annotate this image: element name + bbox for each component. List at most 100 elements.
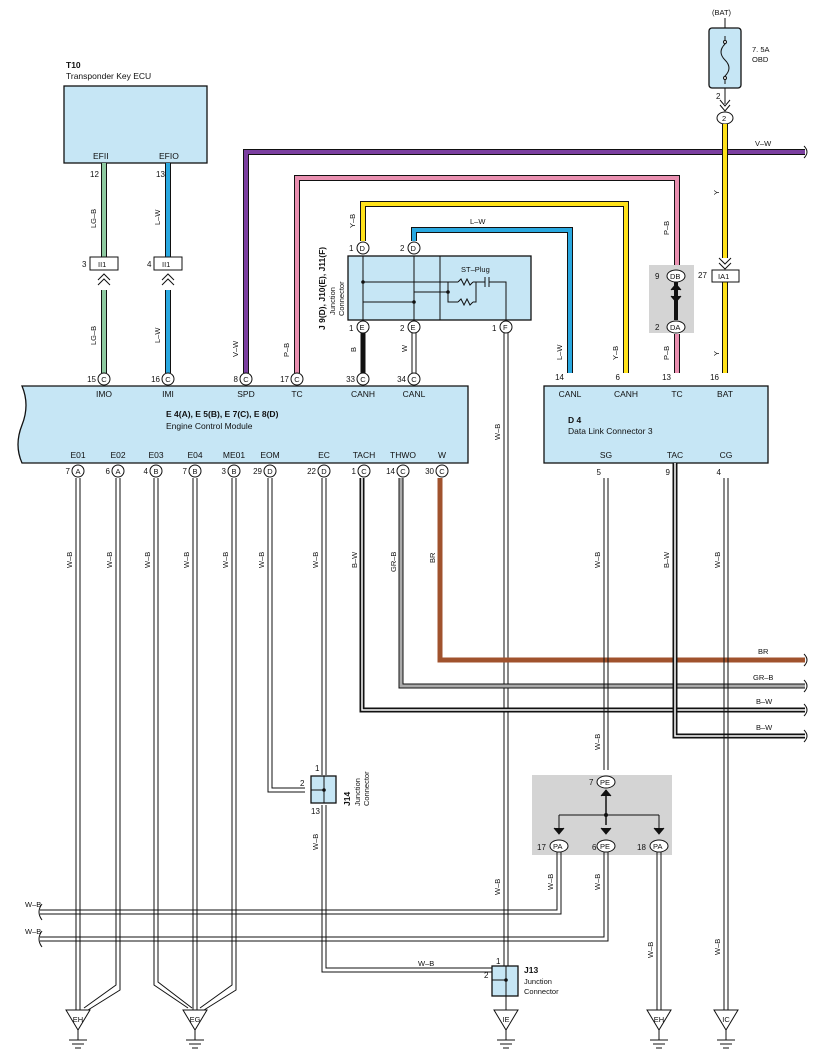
wire-label-y-top: Y xyxy=(712,190,721,195)
pa-right-label: PA xyxy=(653,842,662,851)
db-label: DB xyxy=(670,272,680,281)
junction-connector-j13: 1 2 J13 Junction Connector xyxy=(484,957,559,1010)
j13-pin1: 1 xyxy=(496,957,501,966)
dlc-pin-label: CANL xyxy=(559,389,582,399)
wire-y: Y Y 27 IA1 xyxy=(698,124,740,373)
ecm-pin-e04-num: 7 xyxy=(183,467,188,476)
ecm-pin-spd-num: 8 xyxy=(234,375,239,384)
wl-w: BR xyxy=(428,552,437,563)
wl-tach: B–W xyxy=(350,551,359,568)
wl-e01: W–B xyxy=(65,552,74,568)
wl-sg-2: W–B xyxy=(593,734,602,750)
ground-label: EH xyxy=(73,1015,83,1024)
ii1-right-pin: 4 xyxy=(147,260,152,269)
jc-pin-e2: 2 xyxy=(400,324,405,333)
j13-pin2: 2 xyxy=(484,971,489,980)
ii1-left-label: II1 xyxy=(98,260,106,269)
ecm-pin-spd-conn: C xyxy=(243,375,249,384)
ground-eh-icon: EH xyxy=(646,1009,672,1049)
t10-box xyxy=(63,85,208,164)
ecm-pin-e03-num: 4 xyxy=(144,467,149,476)
wire-label-l-w-top: L–W xyxy=(153,209,162,225)
dlc-pin-num: 16 xyxy=(710,373,719,382)
dlc-pin-label: BAT xyxy=(717,389,733,399)
j14-pin1: 1 xyxy=(315,764,320,773)
wire-pa-pe-out: W–B W–B W–B W–B W–B xyxy=(25,852,662,1010)
wl-to-j13: W–B xyxy=(418,959,434,968)
t10-pinnum-12: 12 xyxy=(90,170,99,179)
ecm-pin-e04-label: E04 xyxy=(187,450,202,460)
jc-pin-d2: 2 xyxy=(400,244,405,253)
wire-label-lg-b-top: LG–B xyxy=(89,209,98,228)
ecm-pin-canh-conn: C xyxy=(360,375,366,384)
jc-pin-d1: 1 xyxy=(349,244,354,253)
ecm-pin-imi-conn: C xyxy=(165,375,171,384)
wl-grb-right: GR–B xyxy=(753,673,773,682)
t10-pin-efio: EFIO xyxy=(159,151,179,161)
ecm-name: Engine Control Module xyxy=(166,421,253,431)
ecm-pin-tach-label: TACH xyxy=(353,450,376,460)
ii1-left-pin: 3 xyxy=(82,260,87,269)
ecm-pin-ec-num: 22 xyxy=(307,467,316,476)
ecm-pin-w-conn: C xyxy=(439,467,445,476)
ecm-pin-eom-label: EOM xyxy=(260,450,279,460)
wire-label-l-w-canl: L–W xyxy=(470,217,486,226)
wire-dlc-bottom: W–B W–B B–W B–W W–B W–B xyxy=(593,463,805,1010)
wire-label-l-w-dlc: L–W xyxy=(555,344,564,360)
ecm-pin-canh-num: 33 xyxy=(346,375,355,384)
dlc-pin-num: 6 xyxy=(616,373,621,382)
ground-eg-icon: EG xyxy=(182,1009,208,1049)
wire-lg-b: LG–B LG–B xyxy=(89,163,107,373)
fuse-rating: 7. 5A xyxy=(752,45,770,54)
ecm-pin-tc-conn: C xyxy=(294,375,300,384)
jc-top-name1: Junction xyxy=(328,287,337,315)
fuse-conn: 2 xyxy=(722,114,726,123)
ecm-pin-ec-label: EC xyxy=(318,450,330,460)
j13-id: J13 xyxy=(524,965,538,975)
t10-name: Transponder Key ECU xyxy=(66,71,151,81)
ecm-pin-w-num: 30 xyxy=(425,467,434,476)
ecm-pin-e03-conn: B xyxy=(153,467,158,476)
pa-right-pin: 18 xyxy=(637,843,646,852)
j14-pin2: 2 xyxy=(300,779,305,788)
ecm-pin-e02-num: 6 xyxy=(106,467,111,476)
ecm-pin-eom-conn: D xyxy=(267,467,273,476)
pa-left-pin: 17 xyxy=(537,843,546,852)
ecm-pin-canl-num: 34 xyxy=(397,375,406,384)
dlc-pin-num: 13 xyxy=(662,373,671,382)
ground-eh-icon: EH xyxy=(65,1009,91,1049)
t10-pinnum-13: 13 xyxy=(156,170,165,179)
wire-p-b: P–B P–B P–B xyxy=(282,175,680,373)
dlc-name: Data Link Connector 3 xyxy=(568,426,653,436)
obd-fuse: (BAT) 7. 5A OBD 2 2 xyxy=(708,8,770,125)
ecm-pin-w-label: W xyxy=(438,450,446,460)
ecm-pin-canl-conn: C xyxy=(411,375,417,384)
jc-conn-d2: D xyxy=(411,244,417,253)
wire-label-y-b-top: Y–B xyxy=(348,214,357,228)
wire-l-w-imi: L–W L–W xyxy=(153,163,171,373)
wire-label-v-w-right: V–W xyxy=(755,139,772,148)
ecm-pin-e02-conn: A xyxy=(115,467,120,476)
dlc-id: D 4 xyxy=(568,415,582,425)
ecm-pin-imi-label: IMI xyxy=(162,389,174,399)
wire-label-p-b-dlc-top: P–B xyxy=(662,221,671,235)
t10-id: T10 xyxy=(66,60,81,70)
j14-pin13: 13 xyxy=(311,807,320,816)
dlc-pin-label: TAC xyxy=(667,450,683,460)
wl-left-2: W–B xyxy=(25,927,41,936)
dlc-pin-num: 4 xyxy=(717,468,722,477)
j14-name2: Connector xyxy=(362,771,371,806)
jc-pin-e1: 1 xyxy=(349,324,354,333)
ia1-label: IA1 xyxy=(718,272,729,281)
ground-label: EG xyxy=(190,1015,201,1024)
